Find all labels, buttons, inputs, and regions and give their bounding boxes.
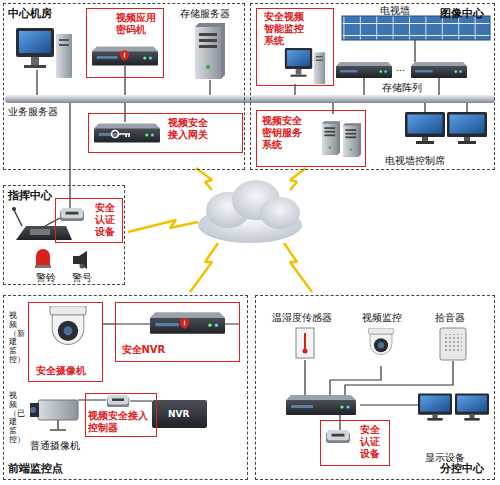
- region-title: 中心机房: [8, 8, 52, 20]
- computer-icon: [16, 28, 72, 78]
- part-label: 电视墙控制席: [385, 155, 445, 166]
- part-label: 警铃: [36, 272, 56, 283]
- shield-icon: [120, 50, 129, 61]
- shield-icon: [180, 318, 189, 329]
- secure-component-box: 安全摄像机: [28, 302, 103, 382]
- secure-component-box: 视频安全接入控制器: [85, 393, 157, 437]
- vertical-note: 视频（已建监控）: [9, 392, 17, 445]
- storage-server-icon: [195, 23, 225, 79]
- part-label: 存储服务器: [180, 8, 230, 19]
- computer-icon: [285, 48, 325, 84]
- part-label: 普通摄像机: [30, 440, 80, 451]
- component-label: 视频应用密码机: [116, 12, 156, 36]
- wire: [115, 323, 150, 324]
- storage-array-icon: [411, 62, 467, 78]
- secure-component-box: 视频安全密钥服务系统: [256, 110, 366, 167]
- signal-wire: [103, 323, 115, 324]
- component-label: 视频安全接入控制器: [88, 410, 148, 434]
- region-panel: 指挥中心安全认证设备: [3, 185, 125, 285]
- gateway-icon: [94, 124, 160, 143]
- part-label: 存储阵列: [382, 82, 422, 93]
- key-server-icon: [343, 123, 361, 157]
- part-label: 拾音器: [435, 312, 465, 323]
- nvr-icon: [152, 400, 207, 428]
- part-label: NVR: [168, 409, 189, 420]
- component-label: 视频安全接入网关: [168, 117, 208, 141]
- controller-icon: [107, 395, 129, 407]
- component-label: 视频安全密钥服务系统: [262, 115, 302, 151]
- secure-component-box: 视频应用密码机: [86, 8, 164, 78]
- region-title: 前端监控点: [8, 463, 63, 475]
- vertical-note: 视频（新建监控）: [9, 312, 17, 365]
- region-panel: 前端监控点 安全摄像机 安全NVR 视频安全接入控制器: [3, 295, 248, 480]
- alarm-bell-icon: [35, 249, 51, 268]
- sensor-icon: [296, 328, 314, 358]
- secure-component-box: 安全视频智能监控系统: [256, 8, 334, 86]
- part-label: ...: [396, 62, 405, 73]
- secure-component-box: 安全认证设备: [55, 198, 123, 243]
- secure-component-box: 视频安全接入网关: [88, 113, 243, 153]
- component-label: 安全NVR: [122, 344, 166, 356]
- monitor-icon: [455, 393, 489, 420]
- wireless-bolts: [128, 168, 312, 292]
- monitor-icon: [447, 112, 487, 144]
- part-label: 业务服务器: [8, 106, 58, 117]
- secure-component-box: 安全NVR: [115, 302, 240, 362]
- part-label: 电视墙: [380, 5, 410, 16]
- siren-icon: [73, 251, 87, 269]
- component-label: 安全摄像机: [36, 365, 86, 377]
- key-server-icon: [322, 121, 340, 155]
- region-panel: 中心机房 视频应用密码机视频安全接入网关: [3, 3, 245, 170]
- auth-device-icon: [326, 430, 350, 443]
- box-camera-icon: [30, 400, 78, 430]
- region-title: 分控中心: [440, 463, 484, 475]
- region-panel: 图像中心 安全视频智能监控系统视频安全密钥服务系统: [250, 3, 495, 170]
- part-label: 显示设备: [425, 452, 465, 463]
- network-cloud: [198, 180, 302, 243]
- part-label: 警号: [72, 272, 92, 283]
- console-icon: [12, 207, 72, 240]
- component-label: 安全认证设备: [95, 202, 115, 238]
- component-label: 安全视频智能监控系统: [264, 11, 304, 47]
- cipher-machine-icon: [92, 47, 158, 66]
- auth-device-icon: [60, 208, 84, 221]
- component-label: 安全认证设备: [360, 424, 380, 460]
- storage-array-icon: [336, 62, 392, 78]
- monitor-icon: [405, 112, 445, 144]
- pickup-icon: [440, 328, 466, 360]
- secure-component-box: 安全认证设备: [320, 420, 390, 466]
- wire: [45, 218, 60, 226]
- region-title: 图像中心: [440, 8, 484, 20]
- dome-camera-icon: [368, 328, 393, 355]
- region-title: 指挥中心: [8, 190, 52, 202]
- key-icon: [112, 131, 131, 138]
- nvr-icon: [150, 312, 225, 333]
- part-label: 视频监控: [362, 312, 402, 323]
- control-device-icon: [286, 395, 356, 415]
- monitor-icon: [418, 393, 452, 420]
- dome-camera-icon: [50, 306, 86, 344]
- part-label: 温湿度传感器: [272, 312, 332, 323]
